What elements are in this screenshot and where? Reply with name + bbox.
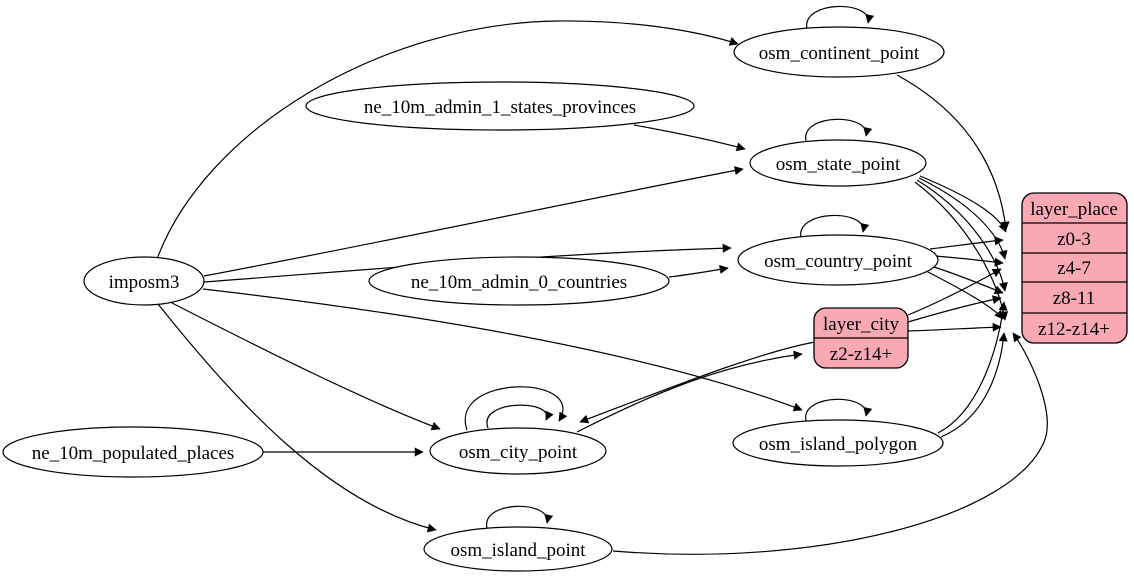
node-label-osm_city_point: osm_city_point [459, 442, 578, 463]
edge-layer_city-osm_city_point [579, 341, 816, 424]
edge-osm_state_point-layer_place_z0 [919, 175, 1007, 233]
edge-imposm3-osm_continent_point [156, 20, 739, 260]
record-layer_place-shape [1021, 192, 1128, 344]
table-node-osm_island_polygon: osm_island_polygon [732, 419, 944, 467]
edge-osm_country_point-layer_place_z4 [933, 255, 1004, 267]
edge-osm_state_point-layer_place_z8 [916, 179, 1008, 292]
edge-imposm3-osm_city_point [171, 302, 441, 431]
table-node-osm_city_point: osm_city_point [429, 427, 607, 475]
table-node-ne_10m_admin_0_countries: ne_10m_admin_0_countries [368, 256, 670, 306]
record-node-layer_city: layer_city z2-z14+ [813, 307, 909, 369]
edge-osm_continent_point-layer_place_z0 [896, 74, 1010, 231]
node-osm_island_point-shape [423, 526, 613, 572]
node-label-imposm3: imposm3 [109, 272, 180, 293]
edge-ne_10m_admin_0_countries-osm_country_point [668, 265, 729, 278]
table-node-osm_country_point: osm_country_point [737, 234, 939, 286]
edge-osm_state_point-layer_place_z4 [918, 177, 1008, 260]
self-loop-osm_state_point [805, 118, 873, 142]
node-label-osm_continent_point: osm_continent_point [759, 43, 920, 64]
self-loop-osm_city_point-inner [486, 404, 554, 429]
edge-imposm3-osm_state_point [203, 166, 744, 277]
node-imposm3-shape [83, 256, 205, 306]
table-node-imposm3: imposm3 [83, 256, 205, 306]
node-osm_state_point-shape [749, 139, 927, 187]
node-label-osm_island_polygon: osm_island_polygon [759, 434, 918, 455]
edge-osm_island_point-layer_place_z12 [612, 332, 1048, 555]
edge-ne_10m_admin_1_states_provinces-osm_state_point [633, 124, 746, 152]
table-node-osm_continent_point: osm_continent_point [733, 26, 945, 78]
node-osm_country_point-shape [737, 234, 939, 286]
node-label-ne_10m_admin_1_states_provinces: ne_10m_admin_1_states_provinces [364, 97, 636, 118]
node-label-osm_island_point: osm_island_point [450, 540, 586, 561]
node-label-osm_state_point: osm_state_point [776, 154, 901, 175]
edge-osm_island_polygon-layer_place_z12 [940, 332, 1008, 438]
table-node-ne_10m_admin_1_states_provinces: ne_10m_admin_1_states_provinces [305, 81, 695, 131]
node-ne_10m_admin_1_states_provinces-shape [305, 81, 695, 131]
node-ne_10m_populated_places-shape [2, 426, 264, 478]
node-label-ne_10m_admin_0_countries: ne_10m_admin_0_countries [411, 272, 627, 293]
self-loop-osm_city_point-outer [464, 386, 568, 431]
record-node-layer_place: layer_place z0-3 z4-7 z8-11 z12-z14+ [1021, 192, 1128, 344]
node-osm_island_polygon-shape [732, 419, 944, 467]
edge-layer_city-layer_place_z4 [907, 268, 1002, 316]
record-layer_place-row-z0-3: z0-3 [1057, 229, 1091, 250]
record-layer_place-row-z4-7: z4-7 [1057, 258, 1091, 279]
table-node-osm_island_point: osm_island_point [423, 526, 613, 572]
edge-osm_country_point-layer_place_z0 [929, 236, 1004, 250]
self-loop-osm_island_polygon [805, 398, 873, 422]
table-node-ne_10m_populated_places: ne_10m_populated_places [2, 426, 264, 478]
edge-layer_city-layer_place_z12 [907, 322, 1002, 332]
node-osm_city_point-shape [429, 427, 607, 475]
edge-imposm3-osm_island_point [157, 303, 437, 533]
record-layer_city-row-z2-z14: z2-z14+ [830, 344, 892, 365]
table-node-osm_state_point: osm_state_point [749, 139, 927, 187]
self-loop-osm_island_point [486, 505, 554, 529]
edge-layer_city-layer_place_z8 [907, 295, 1002, 323]
record-layer_place-title: layer_place [1030, 199, 1118, 220]
node-label-osm_country_point: osm_country_point [764, 251, 912, 272]
edges [156, 5, 1048, 555]
edge-osm_island_polygon-layer_place_z8 [937, 301, 1008, 434]
edge-osm_city_point-layer_city_z2 [576, 350, 803, 433]
node-label-ne_10m_populated_places: ne_10m_populated_places [32, 443, 235, 464]
node-ne_10m_admin_0_countries-shape [368, 256, 670, 306]
self-loop-osm_continent_point [806, 5, 875, 30]
self-loop-osm_country_point [800, 214, 870, 239]
edge-osm_country_point-layer_place_z12 [925, 270, 1004, 320]
edge-osm_country_point-layer_place_z8 [930, 265, 1004, 295]
record-layer_place-row-z12-z14: z12-z14+ [1038, 319, 1110, 340]
edge-imposm3-osm_island_polygon [202, 288, 803, 412]
record-layer_city-title: layer_city [823, 314, 899, 335]
record-layer_place-row-z8-11: z8-11 [1053, 288, 1096, 309]
node-osm_continent_point-shape [733, 26, 945, 78]
